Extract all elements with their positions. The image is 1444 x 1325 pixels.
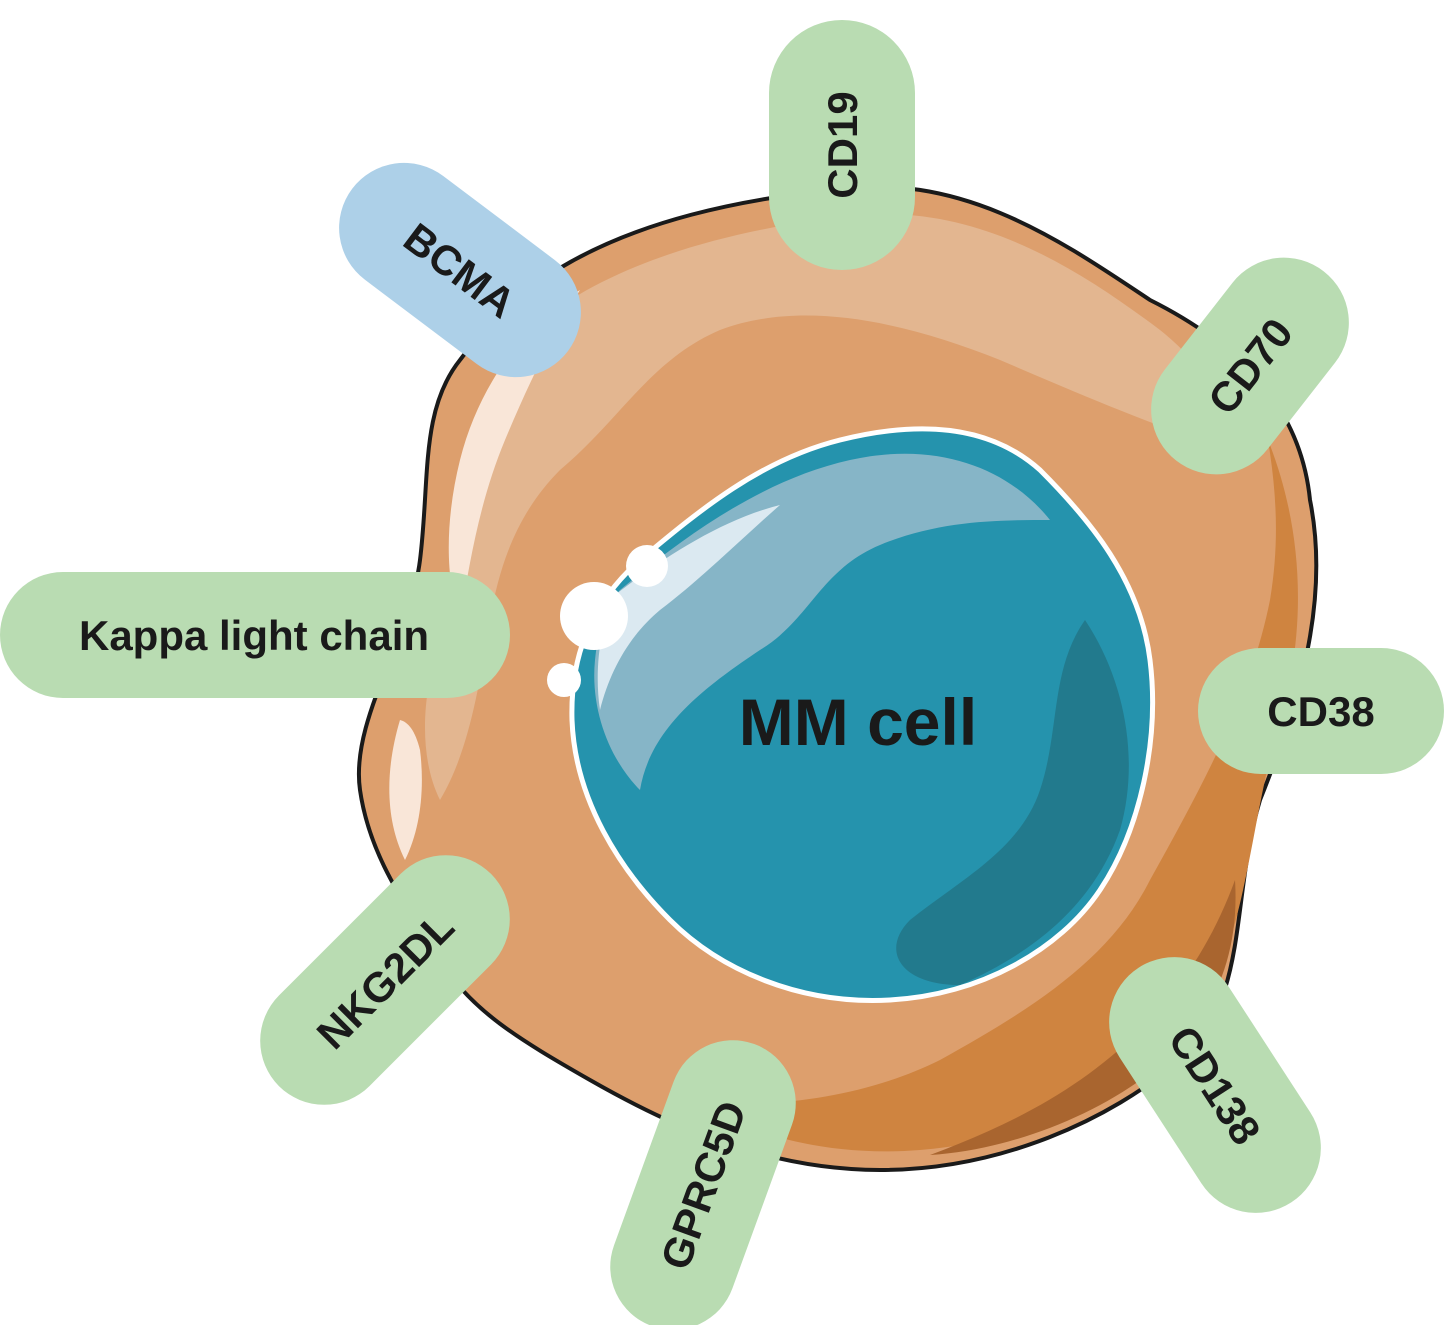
vesicles (547, 545, 668, 697)
marker-bcma: BCMA (339, 162, 581, 378)
vesicle-medium (626, 545, 668, 587)
nucleus (569, 426, 1156, 1003)
nucleus-highlight-light (597, 505, 780, 710)
marker-cd138: CD138 (1109, 957, 1321, 1213)
vesicle-large (560, 582, 628, 650)
cell-label: MM cell (739, 685, 977, 759)
marker-kappa-label: Kappa light chain (79, 612, 429, 659)
marker-cd19: CD19 (769, 20, 915, 270)
marker-gprc5d-shape (610, 1040, 796, 1325)
cell-highlight-light-lower (389, 720, 422, 860)
marker-cd38-label: CD38 (1267, 688, 1374, 735)
marker-cd19-shape (769, 20, 915, 270)
marker-gprc5d: GPRC5D (610, 1040, 796, 1325)
nucleus-dark-region (896, 620, 1129, 985)
marker-nkg2dl-shape (260, 855, 510, 1105)
marker-kappa-light-chain: Kappa light chain (0, 572, 510, 698)
marker-cd38: CD38 (1198, 648, 1444, 774)
marker-cd138-shape (1109, 957, 1321, 1213)
marker-kappa-shape (0, 572, 510, 698)
vesicle-small (547, 663, 581, 697)
marker-cd70-shape (1151, 257, 1349, 475)
marker-cd38-shape (1198, 648, 1444, 774)
marker-cd19-label: CD19 (819, 91, 866, 198)
cell-highlight (425, 213, 1215, 801)
marker-bcma-shape (339, 162, 581, 378)
marker-cd70: CD70 (1151, 257, 1349, 475)
